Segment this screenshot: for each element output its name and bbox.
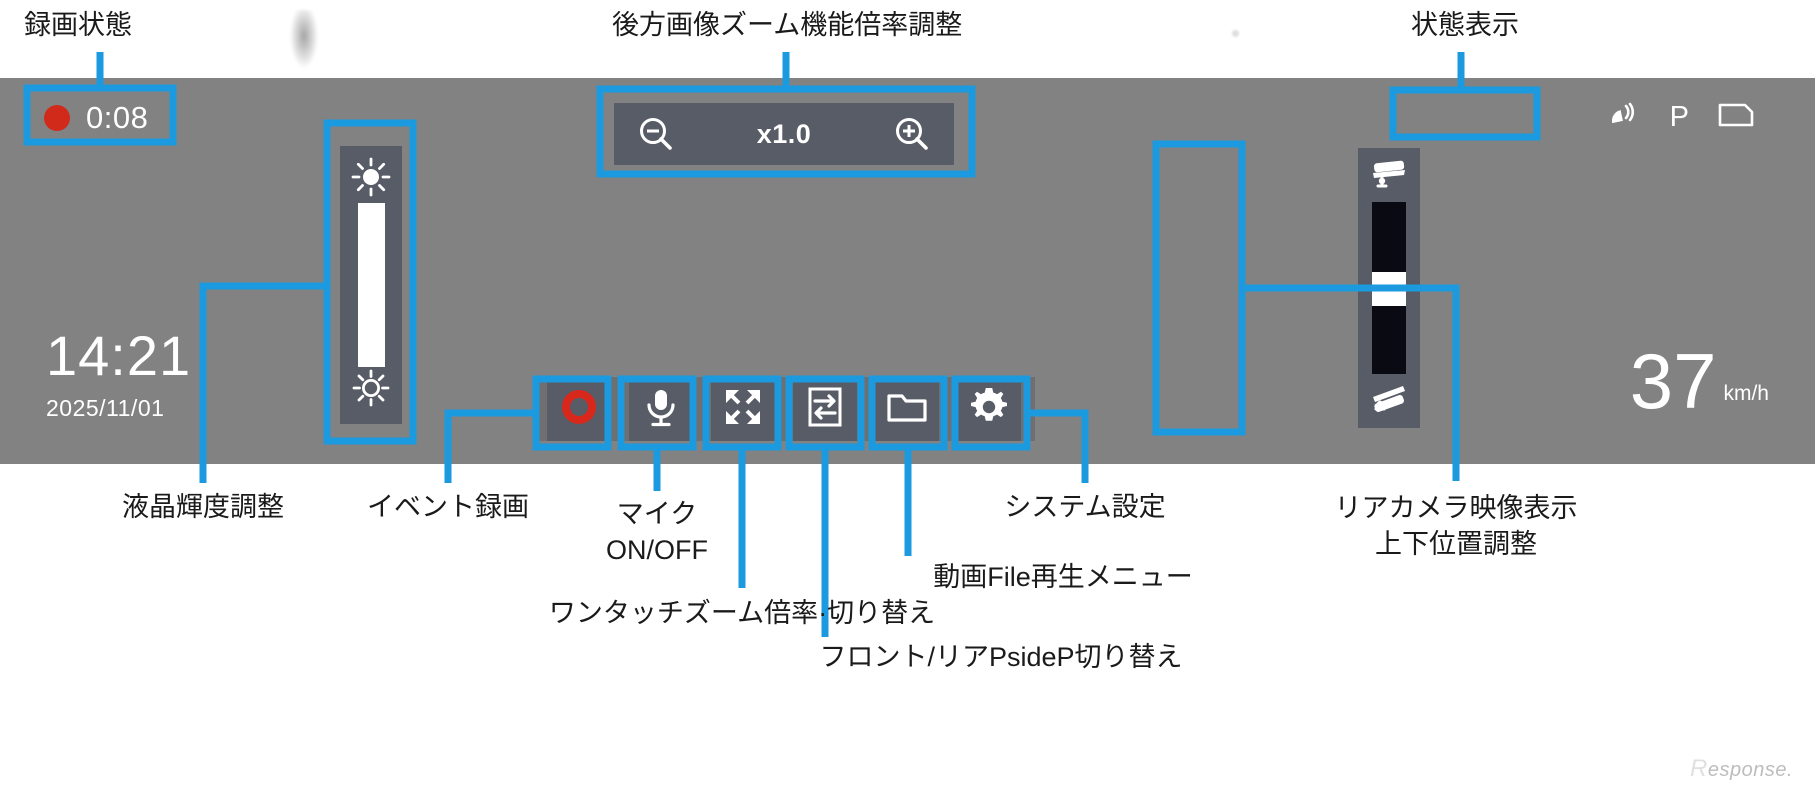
camera-down-icon [1366,156,1412,201]
zoom-level-value: x1.0 [756,118,812,149]
rear-camera-track[interactable] [1372,202,1406,374]
callout-label-recording: 録画状態 [24,10,132,40]
dust-speck-artifact [1232,30,1239,37]
callout-label-event-record: イベント録画 [367,492,529,522]
recording-dot-icon [44,105,70,131]
rear-camera-thumb[interactable] [1372,272,1406,306]
callout-label-settings: システム設定 [1004,492,1166,522]
rear-camera-position-slider[interactable] [1358,148,1420,428]
clock-block: 14:21 2025/11/01 [46,328,191,422]
lens-smudge-artifact [290,10,318,68]
callout-label-file-menu: 動画File再生メニュー [933,562,1193,592]
magnifier-minus-icon[interactable] [636,114,676,154]
callout-label-mic: マイク ON/OFF [606,499,708,566]
sun-outline-icon [350,367,392,414]
sun-filled-icon [350,156,392,203]
swap-display-icon [804,385,846,434]
recording-timer: 0:08 [86,100,149,135]
watermark: Response. [1690,755,1793,783]
watermark-text: esponse. [1707,759,1793,781]
recording-status: 0:08 [44,100,148,136]
callout-label-onetouch-zoom: ワンタッチズーム倍率·切り替え [548,598,936,628]
watermark-r: R [1689,755,1708,782]
speed-value: 37 [1629,337,1717,425]
callout-label-brightness: 液晶輝度調整 [122,492,284,522]
mic-toggle-button[interactable] [629,377,693,441]
one-touch-zoom-button[interactable] [711,377,775,441]
callout-label-zoom: 後方画像ズーム機能倍率調整 [612,10,963,40]
gear-icon [967,385,1011,434]
parking-mode-label: P [1669,101,1689,133]
lcd-brightness-slider[interactable] [340,146,402,424]
pside-p-switch-button[interactable] [793,377,857,441]
gps-signal-icon [1608,100,1642,135]
callout-label-rearcam: リアカメラ映像表示 上下位置調整 [1334,493,1578,560]
callout-label-psidep: フロント/リアPsideP切り替え [819,642,1183,672]
dashcam-screen: 0:08 x1.0 [0,78,1815,464]
callout-label-status: 状態表示 [1411,10,1519,40]
expand-arrows-icon [722,386,764,433]
microphone-icon [641,385,681,434]
file-playback-button[interactable] [875,377,939,441]
system-settings-button[interactable] [957,377,1021,441]
speed-block: 37 km/h [1629,337,1769,425]
clock-time: 14:21 [46,324,192,387]
brightness-track[interactable] [357,203,385,367]
speed-unit: km/h [1723,382,1769,406]
clock-date: 2025/11/01 [46,395,165,421]
camera-up-icon [1366,375,1412,420]
magnifier-plus-icon[interactable] [892,114,932,154]
zoom-control-bar[interactable]: x1.0 [614,103,954,165]
event-record-button[interactable] [547,377,611,441]
folder-icon [885,387,929,432]
toolbar [533,377,1035,441]
red-record-ring-icon [557,385,601,434]
status-indicator-group: P [1608,100,1755,135]
sd-card-icon [1717,101,1755,134]
